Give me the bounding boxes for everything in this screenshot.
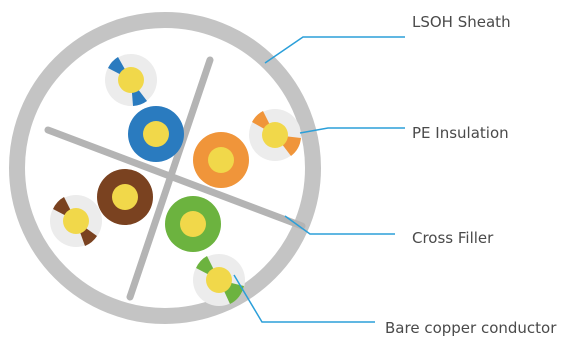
leader-line-sheath (264, 36, 405, 64)
label-cross-filler: Cross Filler (412, 229, 494, 247)
conductor-brown-white (50, 195, 102, 247)
label-pe-insulation: PE Insulation (412, 124, 509, 142)
cross-filler-arm-2 (126, 56, 214, 301)
cross-filler-arm-1 (44, 126, 306, 230)
conductor-orange-white (249, 109, 301, 161)
label-bare-copper-conductor: Bare copper conductor (385, 319, 557, 337)
conductor-blue (128, 106, 184, 162)
conductor-brown (97, 169, 153, 225)
leader-line-conductor (233, 274, 375, 323)
conductor-green (165, 196, 221, 252)
conductor-green-white (193, 254, 245, 306)
conductor-orange (193, 132, 249, 188)
leader-line-filler (284, 215, 395, 235)
label-lsoh-sheath: LSOH Sheath (412, 13, 511, 31)
conductor-blue-white (105, 54, 157, 106)
leader-line-insulation (299, 127, 405, 134)
lsoh-sheath (9, 12, 321, 324)
